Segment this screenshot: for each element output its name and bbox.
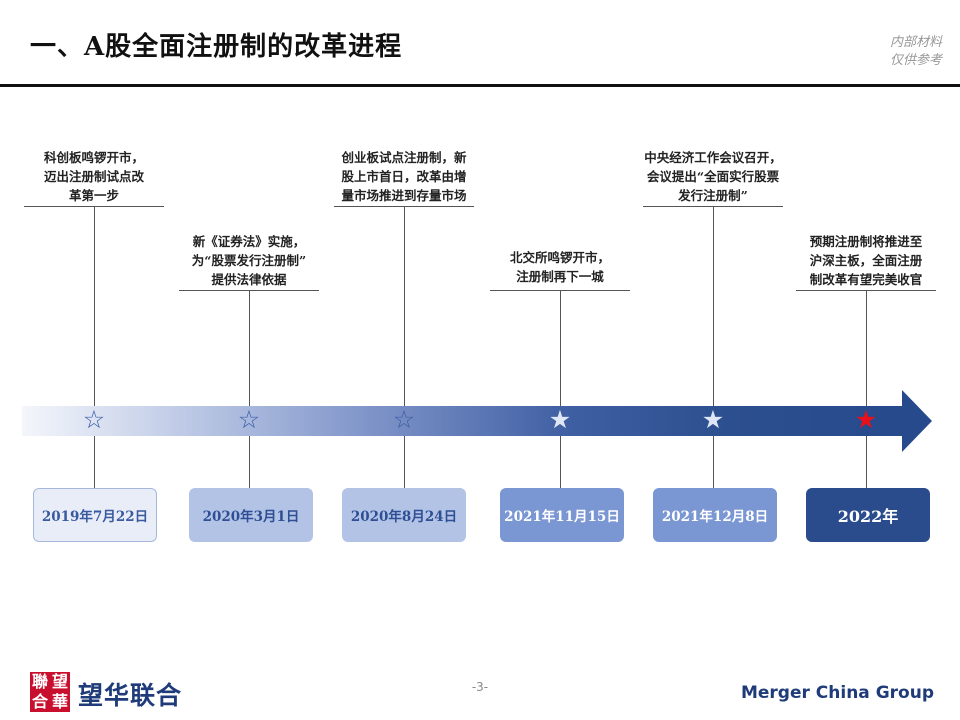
event-date-box: 2021年11月15日 (500, 488, 624, 542)
event-description-line: 革第一步 (68, 188, 119, 203)
event-date-box: 2022年 (806, 488, 930, 542)
event-underline (796, 290, 936, 291)
event-connector-line (249, 290, 250, 488)
event-description-line: 沪深主板，全面注册 (809, 253, 923, 268)
star-icon: ★ (548, 405, 572, 434)
title-rule (0, 84, 960, 87)
star-outline-icon: ☆ (392, 405, 416, 434)
star-icon: ★ (854, 405, 878, 434)
event-connector-line (404, 206, 405, 488)
event-description-line: 为“股票发行注册制” (191, 253, 307, 268)
event-description-line: 科创板鸣锣开市， (43, 150, 144, 165)
event-connector-line (94, 206, 95, 488)
brand-seal-logo: 聯 望 合 華 (30, 672, 70, 712)
event-description-line: 预期注册制将推进至 (809, 234, 923, 249)
seal-char: 望 (51, 672, 68, 691)
event-connector-line (560, 290, 561, 488)
seal-char: 合 (31, 692, 48, 711)
seal-char: 華 (51, 692, 68, 711)
event-description: 中央经济工作会议召开， 会议提出“全面实行股票发行注册制” (620, 148, 806, 205)
brand-name-cn: 望华联合 (78, 681, 183, 710)
event-description-line: 注册制再下一城 (516, 269, 604, 284)
event-description: 新《证券法》实施， 为“股票发行注册制” 提供法律依据 (164, 232, 334, 289)
event-description: 预期注册制将推进至沪深主板，全面注册制改革有望完美收官 (791, 232, 941, 289)
star-outline-icon: ☆ (237, 405, 261, 434)
event-underline (179, 290, 319, 291)
event-description-line: 迈出注册制试点改 (43, 169, 144, 184)
event-description-line: 北交所鸣锣开市， (509, 250, 610, 265)
event-description-line: 会议提出“全面实行股票 (646, 169, 780, 184)
event-underline (643, 206, 783, 207)
timeline-arrow-head (902, 390, 932, 452)
event-description-line: 制改革有望完美收官 (809, 272, 923, 287)
internal-note: 内部材料 仅供参考 (890, 34, 942, 70)
internal-note-line2: 仅供参考 (889, 53, 942, 68)
event-description: 科创板鸣锣开市， 迈出注册制试点改革第一步 (14, 148, 174, 205)
event-description-line: 提供法律依据 (211, 272, 287, 287)
page-number: -3- (471, 680, 489, 694)
event-underline (490, 290, 630, 291)
event-date-box: 2019年7月22日 (33, 488, 157, 542)
event-connector-line (866, 290, 867, 488)
event-underline (334, 206, 474, 207)
event-description-line: 创业板试点注册制，新 (341, 150, 467, 165)
event-description-line: 股上市首日，改革由增 (341, 169, 467, 184)
timeline-arrow-bar (22, 406, 904, 436)
event-date-box: 2020年3月1日 (189, 488, 313, 542)
event-description-line: 量市场推进到存量市场 (341, 188, 467, 203)
star-outline-icon: ☆ (82, 405, 106, 434)
star-icon: ★ (701, 405, 725, 434)
event-description: 创业板试点注册制，新股上市首日，改革由增量市场推进到存量市场 (319, 148, 489, 205)
event-description: 北交所鸣锣开市， 注册制再下一城 (490, 248, 630, 286)
seal-char: 聯 (31, 672, 48, 691)
event-description-line: 新《证券法》实施， (192, 234, 306, 249)
event-date-box: 2021年12月8日 (653, 488, 777, 542)
brand-name-en: Merger China Group (740, 683, 934, 703)
event-underline (24, 206, 164, 207)
internal-note-line1: 内部材料 (889, 35, 942, 50)
event-description-line: 中央经济工作会议召开， (644, 150, 782, 165)
event-description-line: 发行注册制” (678, 188, 748, 203)
event-connector-line (713, 206, 714, 488)
event-date-box: 2020年8月24日 (342, 488, 466, 542)
page-title: 一、A股全面注册制的改革进程 (30, 32, 403, 62)
